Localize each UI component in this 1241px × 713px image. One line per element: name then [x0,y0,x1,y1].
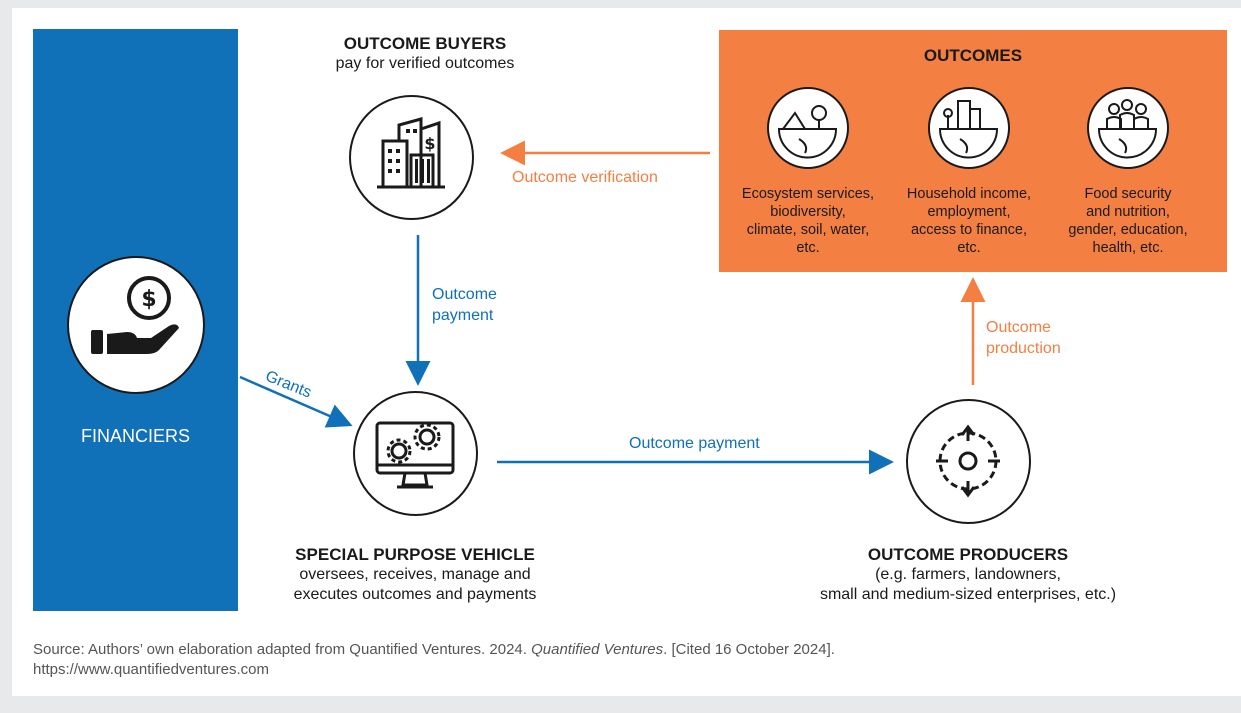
outcome-ecosystem-label: Ecosystem services,biodiversity, climate… [741,186,875,256]
outcome-payment-horizontal-label: Outcome payment [629,435,760,452]
people-icon [1097,99,1158,159]
spv-circle [353,391,478,516]
buyers-subtitle: pay for verified outcomes [335,55,515,72]
outcome-people-circle [1087,87,1169,169]
outcome-ecosystem-circle [767,87,849,169]
outcomes-title: OUTCOMES [923,46,1023,65]
outcome-household-circle [928,87,1010,169]
producers-line2: small and medium-sized enterprises, etc.… [819,586,1117,603]
hand-money-icon: $ [91,276,179,354]
ecosystem-icon [777,105,838,159]
outcome-payment-vertical-label: Outcome payment [432,286,497,324]
financiers-label: FINANCIERS [80,426,190,446]
computer-gears-icon [375,421,455,489]
outcome-verification-label: Outcome verification [512,169,658,186]
producers-line1: (e.g. farmers, landowners, [875,566,1061,583]
svg-text:$: $ [141,287,156,312]
buyers-title: OUTCOME BUYERS [343,34,507,53]
spv-line2: executes outcomes and payments [293,586,537,603]
gear-arrows-icon [936,424,1000,498]
producers-circle [906,399,1031,524]
building-icon: $ [377,117,445,189]
outcome-household-label: Household income,employment, access to f… [906,186,1032,256]
source-url[interactable]: https://www.quantifiedventures.com [33,661,269,678]
outcome-production-label: Outcome production [986,319,1061,357]
household-icon [938,100,999,159]
grants-arrow [239,375,353,428]
svg-text:$: $ [424,134,435,153]
buyers-circle: $ [349,95,474,220]
financiers-circle: $ [67,256,205,394]
source-note: Source: Authors’ own elaboration adapted… [33,641,835,678]
producers-title: OUTCOME PRODUCERS [867,545,1069,564]
spv-title: SPECIAL PURPOSE VEHICLE [295,545,535,564]
spv-line1: oversees, receives, manage and [299,566,531,583]
